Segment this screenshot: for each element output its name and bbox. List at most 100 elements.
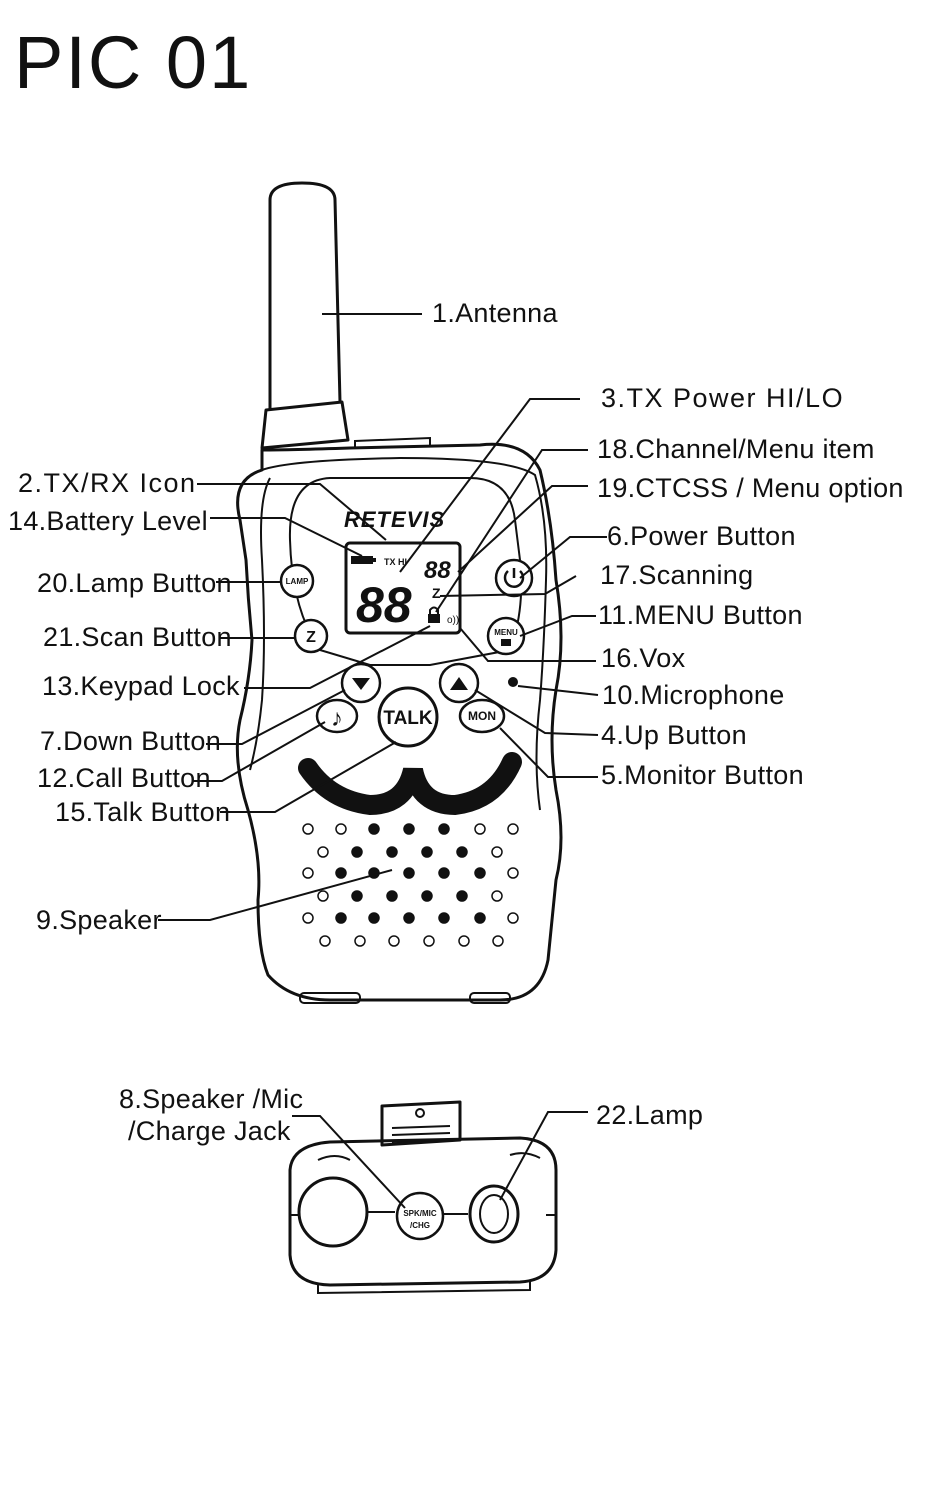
label-monitor-button: 5.Monitor Button	[601, 760, 804, 790]
speaker-hole	[456, 846, 468, 858]
speaker-grille	[302, 823, 519, 947]
radio-front: RETEVIS TX HI 88 88 Z o)) LAMP Z	[235, 181, 563, 1004]
front-plate-left	[249, 477, 271, 771]
speaker-hole	[421, 890, 433, 902]
label-menu-button: 11.MENU Button	[598, 600, 803, 630]
lcd-screen	[344, 541, 462, 635]
speaker-hole	[492, 935, 504, 947]
page-title: PIC 01	[14, 21, 252, 104]
foot-left	[299, 992, 361, 1004]
svg-text:SPK/MIC: SPK/MIC	[403, 1209, 437, 1218]
microphone-hole	[508, 677, 518, 687]
battery-icon	[351, 556, 376, 564]
label-up-button: 4.Up Button	[601, 720, 747, 750]
vox-icon: o))	[447, 615, 459, 626]
up-arrow-icon	[450, 677, 468, 690]
speaker-hole	[507, 823, 519, 835]
label-power-button: 6.Power Button	[607, 521, 796, 551]
speaker-hole	[403, 867, 415, 879]
speaker-hole	[317, 890, 329, 902]
bottom-lamp-ring	[468, 1184, 520, 1244]
speaker-hole	[351, 890, 363, 902]
speaker-hole	[302, 867, 314, 879]
speaker-hole	[302, 823, 314, 835]
svg-text:MENU: MENU	[494, 628, 518, 637]
speaker-hole	[456, 890, 468, 902]
label-lamp-button: 20.Lamp Button	[37, 568, 232, 598]
clip-hole	[415, 1108, 425, 1118]
down-button[interactable]	[340, 662, 382, 704]
scan-indicator: Z	[432, 585, 441, 601]
speaker-hole	[458, 935, 470, 947]
bottom-contours	[317, 1152, 541, 1161]
lamp-button[interactable]: LAMP	[279, 563, 315, 599]
speaker-hole	[507, 912, 519, 924]
label-scan-button: 21.Scan Button	[43, 622, 232, 652]
speaker-hole	[438, 912, 450, 924]
foot-right	[469, 992, 511, 1004]
speaker-hole	[507, 867, 519, 879]
label-speaker: 9.Speaker	[36, 905, 162, 935]
up-button[interactable]	[438, 662, 480, 704]
speaker-hole	[351, 846, 363, 858]
scan-button[interactable]: Z	[293, 618, 329, 654]
svg-text:MON: MON	[468, 709, 496, 723]
label-antenna: 1.Antenna	[432, 298, 558, 328]
label-jack-line2: /Charge Jack	[128, 1116, 291, 1146]
speaker-hole	[491, 890, 503, 902]
speaker-hole	[335, 867, 347, 879]
speaker-hole	[491, 846, 503, 858]
speaker-hole	[368, 912, 380, 924]
speaker-hole	[438, 867, 450, 879]
bottom-speaker	[297, 1176, 369, 1248]
bottom-base	[317, 1280, 531, 1295]
menu-button[interactable]: MENU	[486, 616, 526, 656]
speaker-hole	[354, 935, 366, 947]
lcd-channel-digits: 88	[356, 577, 412, 633]
speaker-hole	[421, 846, 433, 858]
speaker-hole	[423, 935, 435, 947]
label-talk-button: 15.Talk Button	[55, 797, 230, 827]
talk-button[interactable]: TALK	[377, 686, 439, 748]
svg-text:TALK: TALK	[383, 708, 433, 729]
label-call-button: 12.Call Button	[37, 763, 211, 793]
speaker-hole	[388, 935, 400, 947]
svg-text:LAMP: LAMP	[286, 577, 309, 586]
power-button[interactable]	[494, 558, 534, 598]
speaker-hole	[438, 823, 450, 835]
label-lamp: 22.Lamp	[596, 1100, 703, 1130]
label-keypad-lock: 13.Keypad Lock	[42, 671, 240, 701]
speaker-hole	[386, 890, 398, 902]
label-microphone: 10.Microphone	[602, 680, 785, 710]
labels: 1.Antenna 3.TX Power HI/LO 18.Channel/Me…	[8, 298, 904, 1146]
svg-text:/CHG: /CHG	[410, 1221, 430, 1230]
label-battery: 14.Battery Level	[8, 506, 208, 536]
speaker-hole	[386, 846, 398, 858]
speaker-hole	[335, 912, 347, 924]
speaker-hole	[474, 867, 486, 879]
speaker-hole	[317, 846, 329, 858]
grip-curve	[298, 752, 522, 816]
label-channel: 18.Channel/Menu item	[597, 434, 875, 464]
speaker-hole	[403, 912, 415, 924]
music-note-icon: ♪	[331, 705, 343, 732]
speaker-hole	[302, 912, 314, 924]
speaker-mic-charge-jack[interactable]: SPK/MIC /CHG	[395, 1191, 445, 1241]
bottom-lamp-lens	[479, 1194, 509, 1234]
call-button[interactable]: ♪	[315, 698, 359, 734]
label-ctcss: 19.CTCSS / Menu option	[597, 473, 904, 503]
scan-icon: Z	[306, 629, 316, 646]
monitor-button[interactable]: MON	[458, 698, 506, 734]
speaker-hole	[368, 823, 380, 835]
label-tx-power: 3.TX Power HI/LO	[601, 383, 844, 413]
speaker-hole	[319, 935, 331, 947]
front-plate-right	[261, 456, 548, 811]
tx-hi-indicator: TX HI	[384, 557, 407, 567]
speaker-hole	[474, 912, 486, 924]
speaker-hole	[403, 823, 415, 835]
antenna	[268, 181, 342, 410]
down-arrow-icon	[352, 678, 370, 690]
bottom-housing	[288, 1136, 558, 1287]
antenna-base	[260, 400, 350, 450]
